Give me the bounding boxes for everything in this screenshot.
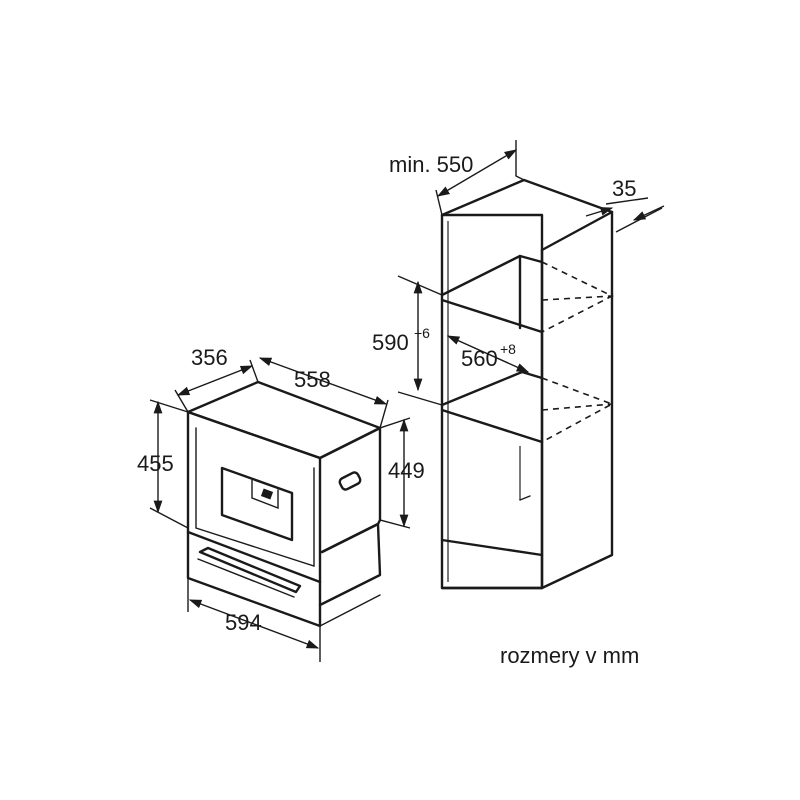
- dim-niche-width-tolerance: +8: [500, 341, 516, 357]
- dim-rear-gap-35: 35: [612, 176, 636, 201]
- dim-depth-356: 356: [191, 345, 228, 370]
- appliance-drawing: [186, 380, 382, 628]
- dim-niche-width-560: 560: [461, 346, 498, 371]
- dim-height-449: 449: [388, 458, 425, 483]
- dim-niche-height-tolerance: +6: [414, 325, 430, 341]
- cabinet-dimension-lines: [397, 140, 665, 406]
- dim-width-594: 594: [225, 610, 262, 635]
- units-note: rozmery v mm: [500, 643, 639, 668]
- dim-height-455: 455: [137, 451, 174, 476]
- dim-niche-height-590: 590: [372, 330, 409, 355]
- cabinet-drawing: [440, 175, 614, 590]
- appliance-dimension-lines: [149, 357, 411, 662]
- dim-width-558: 558: [294, 367, 331, 392]
- dim-niche-depth-min-550: min. 550: [389, 152, 473, 177]
